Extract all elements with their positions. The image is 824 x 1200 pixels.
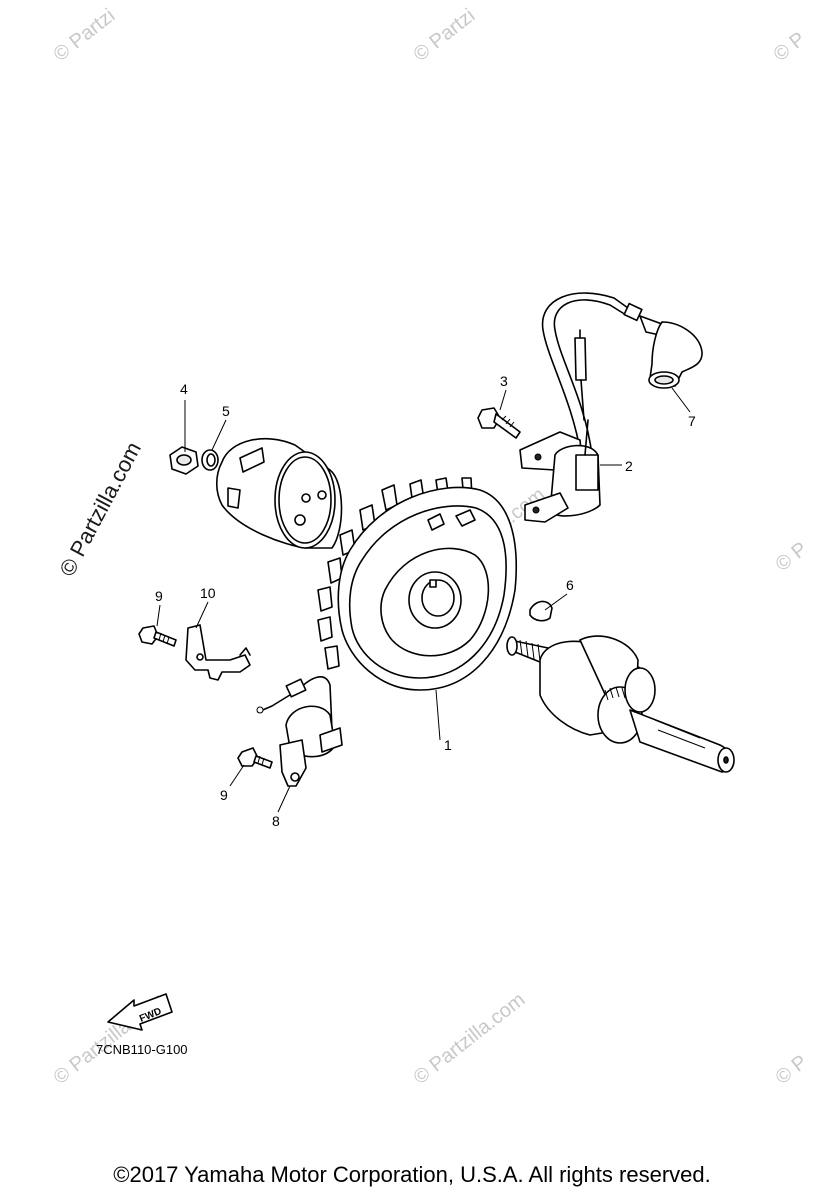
spark-plug-cap [541,292,703,456]
washer-5 [201,449,219,471]
fwd-arrow: FWD [107,993,173,1031]
pulser-coil-8 [256,676,343,787]
nut-4 [169,446,199,475]
callout-8: 8 [272,813,280,829]
watermark-vertical: © Partzilla.com [54,438,146,581]
bolt-9-lower [237,747,273,769]
diagram-code: 7CNB110-G100 [96,1042,188,1057]
flywheel [317,477,518,691]
callout-9-lower: 9 [220,787,228,803]
callout-9-upper: 9 [155,588,163,604]
leader-lines [156,387,691,813]
watermark-top-left: © Partzi [50,5,120,66]
callout-10: 10 [200,585,216,601]
callout-2: 2 [625,458,633,474]
watermark-top-right: © P [770,28,810,66]
crankshaft [506,635,735,773]
ignition-coil [519,329,601,523]
callout-labels: 4 5 3 2 7 6 1 9 10 9 8 [155,373,696,829]
watermark-bottom-center: © Partzilla.com [410,989,530,1089]
callout-1: 1 [444,737,452,753]
starter-pulley [215,437,343,549]
callout-6: 6 [566,577,574,593]
watermark-top-center: © Partzi [410,5,480,66]
callout-3: 3 [500,373,508,389]
bolt-3 [477,407,521,439]
bracket-10 [185,624,251,681]
bolt-9-upper [138,625,177,647]
callout-5: 5 [222,403,230,419]
callout-4: 4 [180,381,188,397]
callout-7: 7 [688,413,696,429]
watermark-bottom-right: © P [772,1051,812,1089]
watermark-mid-right: © P [772,538,812,576]
copyright-notice: ©2017 Yamaha Motor Corporation, U.S.A. A… [113,1162,711,1187]
woodruff-key-6 [529,600,553,622]
